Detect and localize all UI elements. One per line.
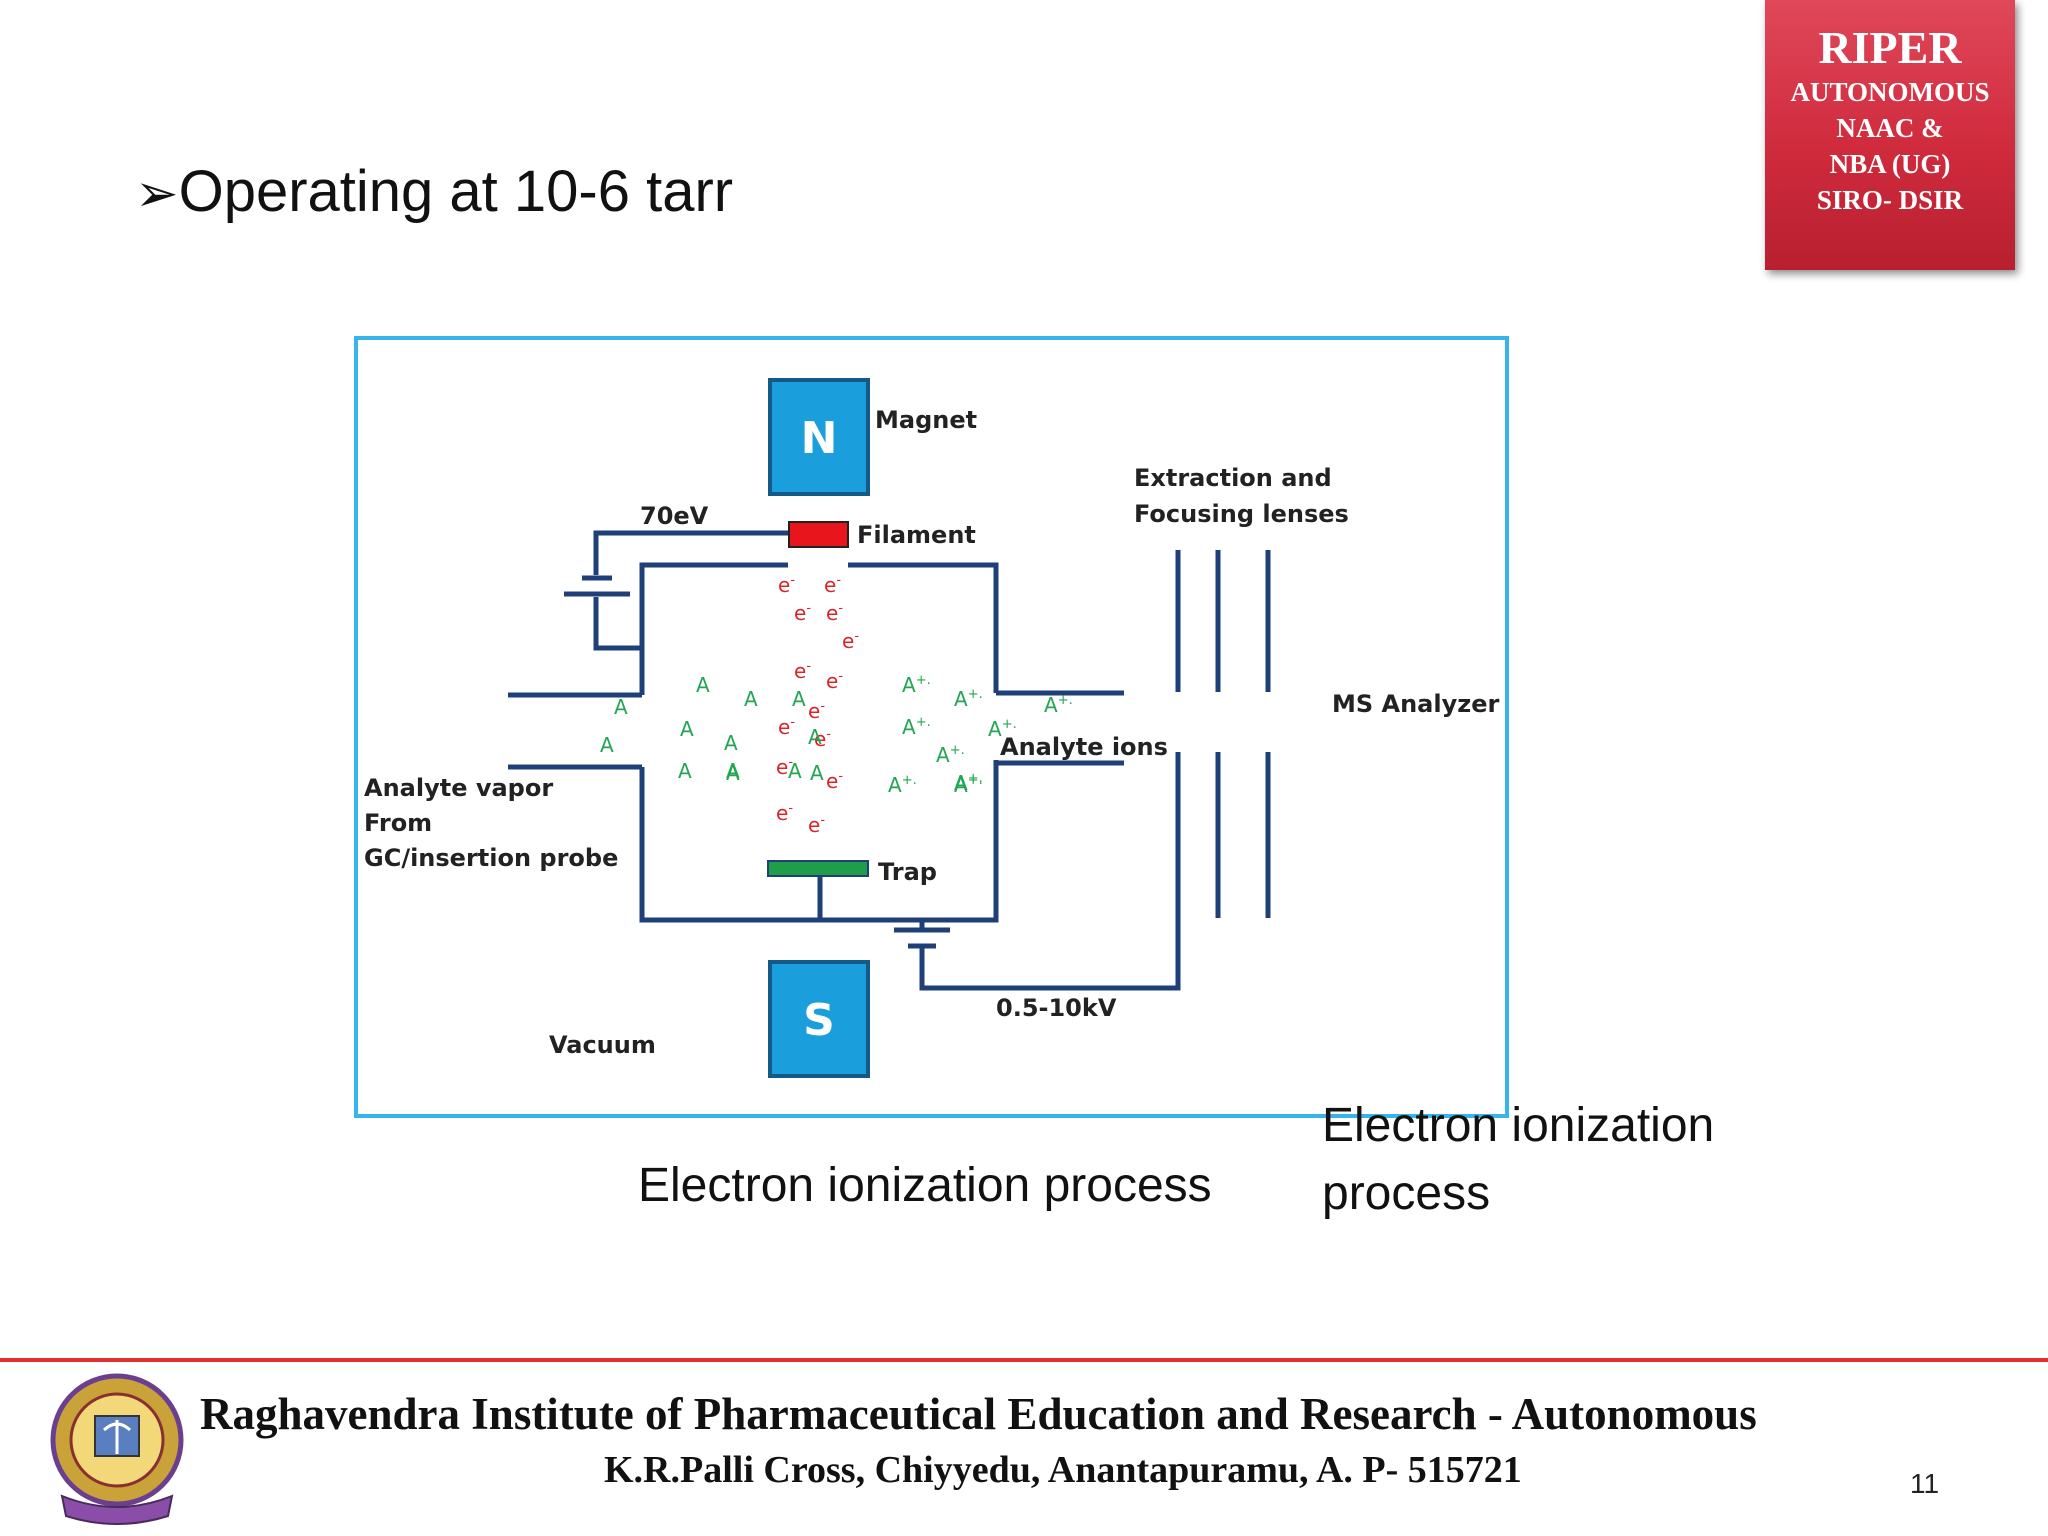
lenses-label: Focusing lenses bbox=[1134, 500, 1349, 528]
chamber-wall bbox=[639, 562, 788, 695]
south-label: S bbox=[803, 995, 835, 1046]
side-caption-line: process bbox=[1322, 1167, 1491, 1220]
electron-particle: e- bbox=[808, 699, 825, 723]
electron-particle: e- bbox=[842, 629, 859, 653]
vacuum-label: Vacuum bbox=[549, 1031, 656, 1059]
filament-wire bbox=[593, 597, 642, 651]
analyte-ion-particle: A+. bbox=[902, 715, 931, 739]
electron-particle: e- bbox=[794, 601, 811, 625]
badge-line: NAAC & bbox=[1836, 113, 1944, 143]
riper-badge: RIPER AUTONOMOUS NAAC & NBA (UG) SIRO- D… bbox=[1765, 0, 2015, 270]
analyte-particle: A bbox=[792, 687, 806, 711]
chamber-wall bbox=[848, 562, 999, 693]
analyte-ion-particle: A+. bbox=[1044, 693, 1073, 717]
analyte-particle: A bbox=[744, 687, 758, 711]
badge-line: NBA (UG) bbox=[1829, 149, 1951, 179]
heading-text: Operating at 10-6 tarr bbox=[178, 159, 734, 224]
analyte-particle: A bbox=[678, 759, 692, 783]
analyte-particle: A bbox=[726, 759, 740, 783]
trap-plate bbox=[767, 860, 869, 877]
analyte-particle: A bbox=[808, 725, 822, 749]
electron-particle: e- bbox=[778, 715, 795, 739]
analyte-ions-label: Analyte ions bbox=[1000, 733, 1168, 761]
analyte-vapor-label: GC/insertion probe bbox=[364, 844, 618, 872]
south-magnet bbox=[768, 960, 870, 1078]
analyte-particle: A bbox=[788, 759, 802, 783]
institute-logo bbox=[50, 1373, 184, 1525]
page-number: 11 bbox=[1910, 1468, 1940, 1499]
analyte-vapor-label: From bbox=[364, 809, 432, 837]
analyte-particle: A bbox=[696, 673, 710, 697]
source-wiring bbox=[508, 530, 1271, 991]
analyte-particle: A bbox=[600, 733, 614, 757]
diagram-frame bbox=[354, 336, 1509, 1118]
badge-line: AUTONOMOUS bbox=[1790, 77, 1990, 107]
institute-address: K.R.Palli Cross, Chiyyedu, Anantapuramu,… bbox=[604, 1449, 1522, 1491]
slide-heading: ➢Operating at 10-6 tarr bbox=[135, 158, 733, 225]
bullet-arrow-icon: ➢ bbox=[135, 165, 179, 223]
institute-name: Raghavendra Institute of Pharmaceutical … bbox=[200, 1389, 1757, 1439]
electron-particle: e- bbox=[808, 813, 825, 837]
electron-particle: e- bbox=[824, 573, 841, 597]
ms-analyzer-label: MS Analyzer bbox=[1332, 690, 1499, 718]
analyte-particle: A bbox=[726, 761, 740, 785]
analyte-ion-particle: A+. bbox=[954, 773, 983, 797]
filament-wire bbox=[593, 530, 788, 575]
footer-divider bbox=[0, 1358, 2048, 1362]
electron-particle: e- bbox=[826, 601, 843, 625]
electron-particle: e- bbox=[826, 769, 843, 793]
side-caption-line: Electron ionization bbox=[1322, 1099, 1715, 1152]
badge-line: SIRO- DSIR bbox=[1816, 185, 1964, 215]
north-magnet bbox=[768, 378, 870, 496]
filament-label: Filament bbox=[857, 521, 976, 549]
analyte-particle: A bbox=[810, 761, 824, 785]
analyte-ion-particle: A+. bbox=[888, 773, 917, 797]
analyte-particle: A bbox=[724, 731, 738, 755]
lenses-label: Extraction and bbox=[1134, 464, 1332, 492]
analyte-vapor-label: Analyte vapor bbox=[364, 774, 553, 802]
trap-label: Trap bbox=[878, 858, 937, 886]
analyte-ion-particle: A+. bbox=[936, 743, 965, 767]
electron-particle: e- bbox=[778, 573, 795, 597]
side-caption: Electron ionization process bbox=[1322, 1092, 1714, 1228]
filament bbox=[788, 521, 849, 548]
analyte-particle: A bbox=[614, 695, 628, 719]
magnet-label: Magnet bbox=[875, 406, 977, 434]
filament-voltage-label: 70eV bbox=[640, 502, 709, 530]
electron-particle: e- bbox=[794, 659, 811, 683]
electron-particle: e- bbox=[776, 801, 793, 825]
accel-wire bbox=[919, 758, 1181, 991]
analyte-ion-particle: A+. bbox=[902, 673, 931, 697]
accel-voltage-label: 0.5-10kV bbox=[996, 994, 1117, 1022]
north-label: N bbox=[801, 413, 838, 464]
electron-particle: e- bbox=[826, 669, 843, 693]
analyte-particle: A bbox=[680, 717, 694, 741]
badge-title: RIPER bbox=[1818, 22, 1962, 73]
analyte-ion-particle: A+. bbox=[954, 687, 983, 711]
diagram-caption: Electron ionization process bbox=[638, 1159, 1212, 1212]
